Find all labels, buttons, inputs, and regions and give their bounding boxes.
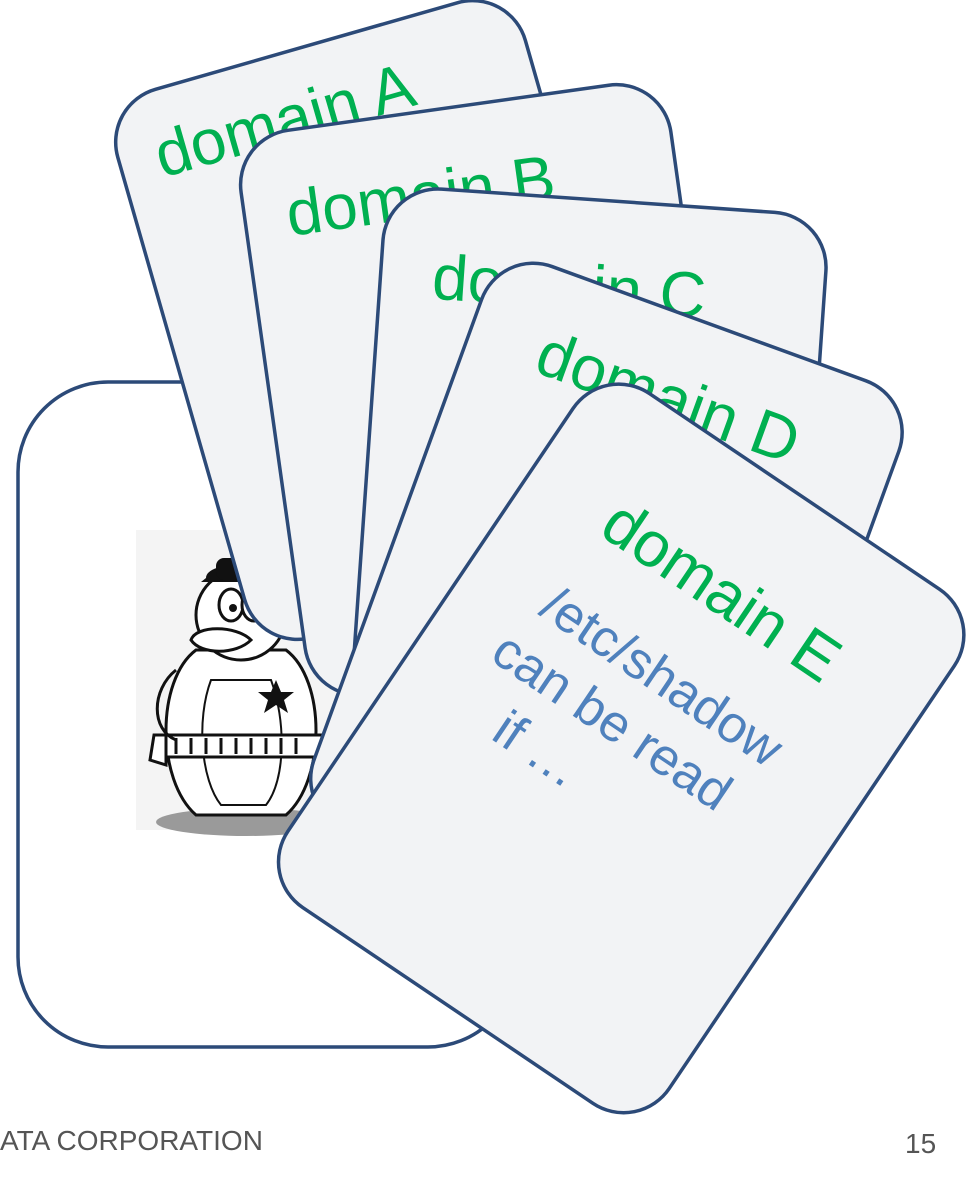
card-domain-e: domain E /etc/shadow can be read if …	[276, 382, 966, 1115]
page-number: 15	[905, 1128, 936, 1159]
footer-company: ATA CORPORATION	[0, 1125, 263, 1156]
